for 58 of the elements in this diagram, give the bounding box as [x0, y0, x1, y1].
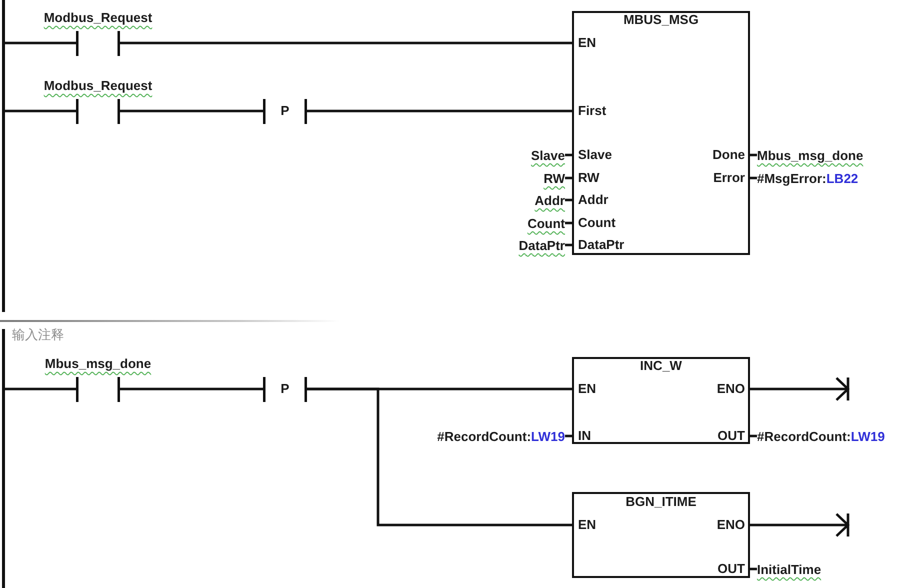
wire — [565, 154, 572, 156]
operand-label: #RecordCount:LW19 — [437, 430, 565, 442]
function-block — [572, 492, 750, 578]
operand-label: Count — [527, 216, 565, 234]
wire — [120, 110, 263, 112]
wire — [5, 42, 76, 44]
pin-label: EN — [578, 380, 596, 396]
wire — [750, 568, 757, 570]
network-comment: 输入注释 — [12, 327, 64, 343]
operand-label: Slave — [531, 148, 565, 166]
operand-label: InitialTime — [757, 562, 822, 580]
wire — [750, 176, 757, 180]
block-title: MBUS_MSG — [623, 12, 699, 28]
wire — [565, 198, 572, 202]
pin-label: Addr — [578, 192, 608, 208]
transition-label: P — [280, 381, 290, 397]
wire — [5, 110, 76, 112]
contact-label: Modbus_Request — [44, 78, 152, 95]
wire — [750, 154, 757, 156]
pin-label: Error — [713, 170, 745, 186]
power-rail — [2, 329, 5, 588]
wire — [750, 434, 757, 438]
operand-label: RW — [544, 172, 565, 188]
contact-label: Mbus_msg_done — [44, 356, 152, 373]
pin-label: OUT — [718, 428, 745, 444]
wire — [120, 388, 263, 390]
pin-label: DataPtr — [578, 236, 624, 252]
operand-label: #RecordCount:LW19 — [757, 430, 885, 442]
operand-label: #MsgError:LB22 — [757, 172, 858, 184]
pin-label: ENO — [716, 516, 745, 532]
function-block — [572, 357, 750, 444]
block-title: BGN_ITIME — [626, 494, 696, 510]
function-block — [572, 11, 750, 255]
power-rail — [2, 0, 5, 312]
pin-label: First — [578, 102, 606, 118]
pin-label: Done — [712, 146, 745, 162]
transition-label: P — [280, 103, 290, 119]
operand-label: DataPtr — [518, 238, 565, 256]
operand-label: Mbus_msg_done — [757, 148, 864, 166]
wire — [565, 244, 572, 246]
block-title: INC_W — [640, 358, 682, 374]
wire — [120, 42, 572, 44]
pin-label: Slave — [578, 146, 612, 162]
wire — [307, 388, 572, 526]
pin-label: OUT — [718, 560, 745, 576]
pin-label: RW — [578, 170, 600, 186]
wire — [565, 176, 572, 180]
contact-label: Modbus_Request — [44, 10, 152, 27]
wire — [565, 434, 572, 438]
pin-label: ENO — [716, 380, 745, 396]
operand-label: Addr — [534, 194, 565, 210]
pin-label: IN — [578, 428, 591, 444]
pin-label: EN — [578, 34, 596, 50]
wire — [565, 222, 572, 224]
pin-label: Count — [578, 214, 616, 230]
pin-label: EN — [578, 516, 596, 532]
wire — [5, 388, 76, 390]
wire — [307, 110, 572, 112]
